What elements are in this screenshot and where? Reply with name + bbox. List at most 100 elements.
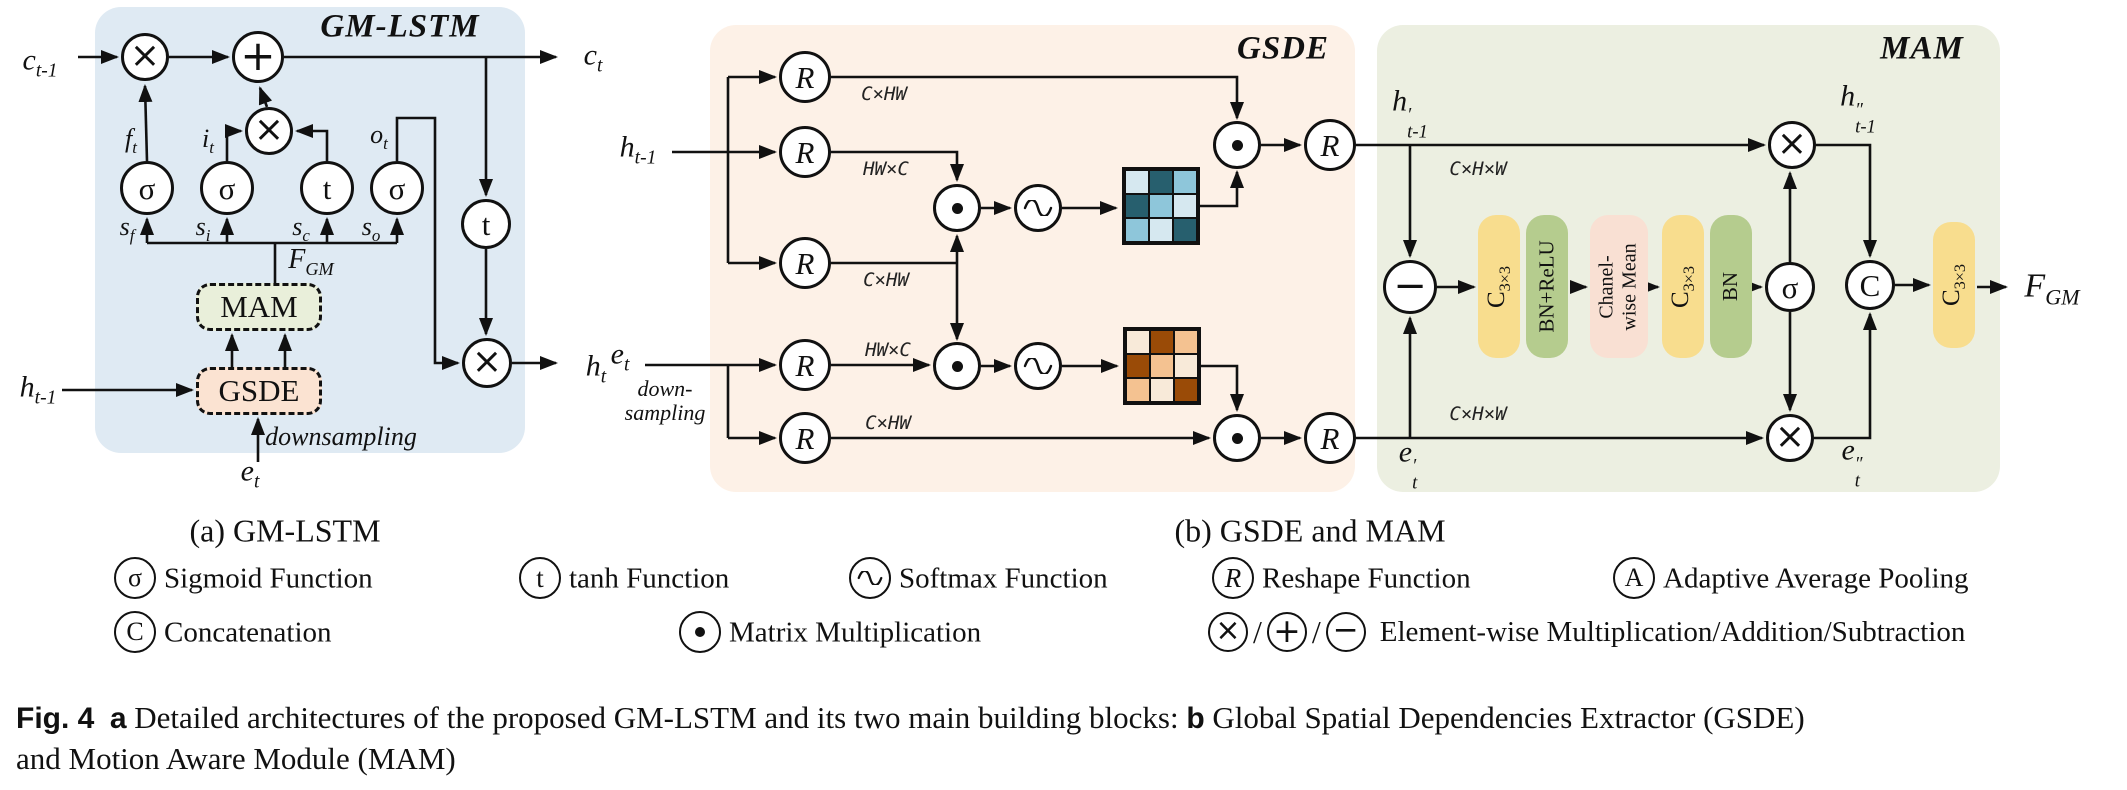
matrix-cell — [1150, 330, 1174, 354]
f-gm-bus-label: FGM — [288, 244, 334, 279]
caption-marker-a: a — [109, 702, 127, 735]
matmul-dot-icon — [1231, 139, 1243, 151]
matmul-dot-icon — [695, 627, 705, 637]
matrix-multiply-node — [933, 342, 981, 390]
elementwise-multiply-node: × — [1766, 414, 1814, 462]
bn-block: BN — [1710, 215, 1752, 358]
s-f-label: sf — [119, 211, 135, 246]
h-dprime-label: h″t-1 — [1840, 79, 1876, 138]
caption-marker-b: b — [1186, 702, 1205, 735]
reshape-node: R — [1304, 119, 1356, 171]
reshape-node: R — [779, 237, 831, 289]
gmlstm-title: GM-LSTM — [320, 8, 480, 45]
elementwise-multiply-node: × — [121, 33, 169, 81]
legend-softmax-label: Softmax Function — [899, 562, 1108, 595]
reshape-node: R — [779, 339, 831, 391]
matmul-dot-icon — [951, 202, 963, 214]
s-c-label: sc — [292, 211, 310, 246]
attention-matrix-h — [1122, 167, 1200, 245]
legend-reshape-label: Reshape Function — [1262, 562, 1471, 595]
gsde-block: GSDE — [196, 367, 322, 415]
c-prev-label: ct-1 — [22, 43, 58, 82]
downsampling-label: downsampling — [265, 422, 417, 451]
concat-legend-icon: C — [114, 611, 156, 653]
mam-block: MAM — [196, 283, 322, 331]
dim-label: HW×C — [863, 158, 909, 180]
subcaption-a: (a) GM-LSTM — [189, 512, 381, 549]
matrix-multiply-node — [1213, 121, 1261, 169]
concat-node: C — [1845, 260, 1895, 310]
matrix-cell — [1173, 170, 1197, 194]
dim-label: C×H×W — [1449, 403, 1507, 425]
s-o-label: so — [361, 211, 381, 246]
sigmoid-node: σ — [200, 161, 254, 215]
elementwise-add-node: + — [232, 31, 284, 83]
conv3x3-block: C3×3 — [1933, 222, 1975, 348]
attention-matrix-e — [1123, 327, 1201, 405]
h-prev-label-left: ht-1 — [19, 370, 57, 409]
legend-elementwise-label: Element-wise Multiplication/Addition/Sub… — [1379, 615, 1966, 648]
elementwise-multiply-icon: × — [1208, 612, 1248, 652]
f-t-label: ft — [125, 123, 137, 158]
matrix-cell — [1150, 354, 1174, 378]
dim-label: C×HW — [865, 412, 911, 434]
slash-separator: / — [1311, 613, 1321, 650]
s-i-label: si — [195, 211, 211, 246]
figure-caption-line1: Fig. 4 a Detailed architectures of the p… — [16, 700, 1805, 735]
softmax-node — [1014, 342, 1062, 390]
adaptive-pool-legend-icon: A — [1613, 557, 1655, 599]
i-t-label: it — [202, 123, 214, 158]
gsde-title: GSDE — [1236, 30, 1330, 67]
matrix-cell — [1174, 354, 1198, 378]
sigmoid-node: σ — [120, 161, 174, 215]
softmax-wave-icon — [857, 571, 883, 585]
legend-tanh-label: tanh Function — [569, 562, 730, 595]
matrix-cell — [1125, 218, 1149, 242]
elementwise-multiply-node: × — [1768, 121, 1816, 169]
matrix-cell — [1174, 378, 1198, 402]
dim-label: C×HW — [863, 269, 909, 291]
elementwise-multiply-node: × — [245, 107, 293, 155]
softmax-legend-icon — [849, 557, 891, 599]
matrix-cell — [1126, 354, 1150, 378]
matmul-dot-icon — [951, 360, 963, 372]
reshape-node: R — [1304, 412, 1356, 464]
matrix-cell — [1149, 170, 1173, 194]
slash-separator: / — [1253, 613, 1262, 650]
tanh-legend-icon: t — [519, 557, 561, 599]
e-dprime-label: e″t — [1841, 433, 1863, 492]
legend-pool-label: Adaptive Average Pooling — [1663, 562, 1969, 595]
elementwise-multiply-node: × — [462, 338, 512, 388]
matrix-cell — [1173, 194, 1197, 218]
matrix-cell — [1149, 194, 1173, 218]
legend-concat-label: Concatenation — [164, 616, 332, 649]
c-t-label: ct — [583, 38, 603, 77]
tanh-node: t — [461, 199, 511, 249]
reshape-node: R — [779, 51, 831, 103]
matrix-cell — [1173, 218, 1197, 242]
matrix-cell — [1174, 330, 1198, 354]
softmax-wave-icon — [1023, 200, 1053, 216]
matrix-cell — [1126, 378, 1150, 402]
matrix-cell — [1125, 194, 1149, 218]
reshape-node: R — [779, 412, 831, 464]
matrix-multiply-node — [933, 184, 981, 232]
sigmoid-node: σ — [1765, 262, 1815, 312]
matrix-cell — [1125, 170, 1149, 194]
elementwise-add-icon: + — [1266, 612, 1307, 652]
matmul-dot-icon — [1231, 432, 1243, 444]
conv3x3-block: C3×3 — [1662, 215, 1704, 358]
tanh-node: t — [300, 161, 354, 215]
matrix-cell — [1126, 330, 1150, 354]
elementwise-subtract-node: − — [1383, 260, 1437, 314]
h-prime-label: h′t-1 — [1392, 84, 1428, 143]
e-prime-label: e′t — [1398, 435, 1418, 494]
elementwise-legend-icons: × / + / − Element-wise Multiplication/Ad… — [1208, 612, 1965, 652]
softmax-node — [1014, 184, 1062, 232]
caption-fig-number: Fig. 4 — [16, 702, 95, 735]
e-t-label-gsde: et — [610, 337, 630, 376]
h-prev-label-gsde: ht-1 — [619, 130, 657, 169]
elementwise-subtract-icon: − — [1325, 612, 1366, 652]
matrix-multiply-node — [1213, 414, 1261, 462]
